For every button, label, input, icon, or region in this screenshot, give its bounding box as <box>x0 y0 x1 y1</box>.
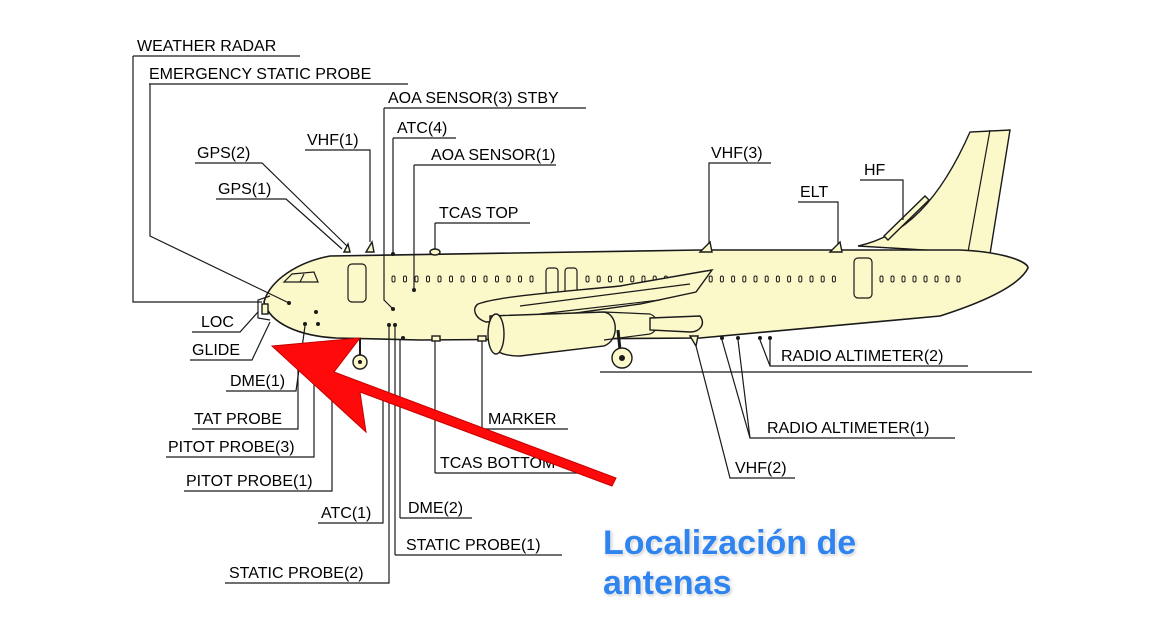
cabin-window <box>619 275 624 283</box>
cabin-window <box>775 275 780 283</box>
cabin-window <box>596 275 601 283</box>
cabin-window <box>483 275 488 283</box>
wing-pylon <box>649 315 704 333</box>
cabin-window <box>809 275 814 283</box>
cabin-window <box>495 275 499 283</box>
cabin-window <box>403 275 407 283</box>
cabin-window <box>506 275 511 283</box>
label-hf: HF <box>864 162 886 179</box>
label-radio-altimeter-2: RADIO ALTIMETER(2) <box>781 348 943 365</box>
label-dme-1: DME(1) <box>230 373 285 390</box>
label-aoa-sensor-3-stby: AOA SENSOR(3) STBY <box>388 90 559 107</box>
cabin-window <box>890 275 895 283</box>
label-pitot-probe-1: PITOT PROBE(1) <box>186 473 313 490</box>
cabin-window <box>901 275 906 283</box>
callout-line-2: antenas <box>603 564 732 602</box>
cabin-window <box>529 275 534 283</box>
label-loc: LOC <box>201 314 234 331</box>
cabin-window <box>518 275 522 283</box>
main-gear <box>611 329 633 369</box>
cabin-window <box>956 275 961 283</box>
cabin-window <box>585 275 590 283</box>
label-atc-4: ATC(4) <box>397 120 447 137</box>
cabin-window <box>426 275 430 283</box>
cabin-window <box>787 275 792 283</box>
hf-antenna <box>883 195 930 241</box>
label-dme-2: DME(2) <box>408 500 463 517</box>
label-tcas-bottom: TCAS BOTTOM <box>440 455 555 472</box>
label-elt: ELT <box>800 184 828 201</box>
cabin-window <box>731 275 736 283</box>
callout-text: Localización de antenas <box>603 523 856 603</box>
cabin-window <box>753 275 758 283</box>
cabin-window <box>630 275 635 283</box>
weather-radar-icon <box>257 295 271 321</box>
label-emergency-static-probe: EMERGENCY STATIC PROBE <box>149 66 371 83</box>
label-pitot-probe-3: PITOT PROBE(3) <box>168 439 295 456</box>
cabin-window <box>820 275 825 283</box>
engine <box>489 311 616 357</box>
cabin-window <box>607 275 612 283</box>
cabin-window <box>437 275 442 283</box>
label-vhf-3: VHF(3) <box>711 145 763 162</box>
label-vhf-2: VHF(2) <box>735 460 787 477</box>
cabin-window <box>719 275 724 283</box>
cabin-window <box>879 275 884 283</box>
cabin-window <box>449 275 453 283</box>
label-aoa-sensor-1: AOA SENSOR(1) <box>431 147 555 164</box>
cabin-window <box>472 275 476 283</box>
cabin-window <box>798 275 803 283</box>
label-gps-1: GPS(1) <box>218 181 271 198</box>
cabin-window <box>414 275 419 283</box>
label-atc-1: ATC(1) <box>321 505 371 522</box>
label-static-probe-2: STATIC PROBE(2) <box>229 565 364 582</box>
cabin-window <box>831 275 836 283</box>
label-marker: MARKER <box>488 411 556 428</box>
label-tat-probe: TAT PROBE <box>194 411 282 428</box>
red-arrow <box>270 337 617 487</box>
cabin-window <box>934 275 939 283</box>
cabin-window <box>708 275 713 283</box>
label-vhf-1: VHF(1) <box>307 132 359 149</box>
vertical-tail <box>857 129 1011 255</box>
label-gps-2: GPS(2) <box>197 145 250 162</box>
cabin-window <box>391 275 396 283</box>
cabin-window <box>923 275 928 283</box>
nose-gear <box>352 338 368 370</box>
cabin-window <box>945 275 950 283</box>
label-radio-altimeter-1: RADIO ALTIMETER(1) <box>767 420 929 437</box>
cabin-window <box>742 275 747 283</box>
label-weather-radar: WEATHER RADAR <box>137 38 276 55</box>
label-glide: GLIDE <box>192 342 240 359</box>
cabin-window <box>764 275 769 283</box>
cabin-window <box>912 275 917 283</box>
label-tcas-top: TCAS TOP <box>439 205 518 222</box>
cabin-window <box>460 275 465 283</box>
callout-line-1: Localización de <box>603 524 857 562</box>
label-static-probe-1: STATIC PROBE(1) <box>406 537 541 554</box>
